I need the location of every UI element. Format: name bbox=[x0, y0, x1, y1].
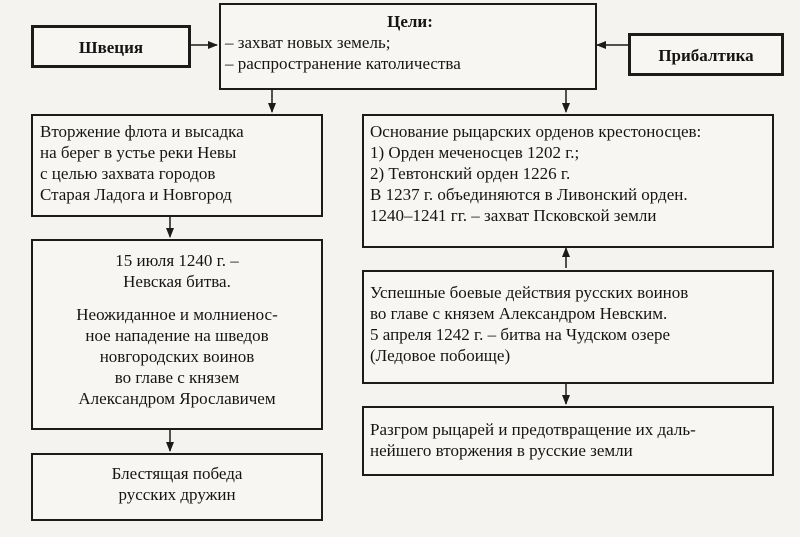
baltics-box: Прибалтика bbox=[628, 33, 784, 76]
knight-orders-box: Основание рыцарских орденов крестоносцев… bbox=[362, 114, 774, 248]
invasion-line: Вторжение флота и высадка bbox=[40, 122, 244, 141]
result-line: Разгром рыцарей и предотвращение их даль… bbox=[370, 420, 696, 439]
goals-item: – захват новых земель; bbox=[225, 33, 391, 52]
sweden-invasion-box: Вторжение флота и высадка на берег в уст… bbox=[31, 114, 323, 217]
battle-date-line: 15 июля 1240 г. – bbox=[115, 251, 239, 270]
victory-line: Блестящая победа bbox=[111, 464, 243, 483]
actions-line: Успешные боевые действия русских воинов bbox=[370, 283, 689, 302]
battle-desc-line: во главе с князем bbox=[114, 368, 240, 387]
orders-line: В 1237 г. объединяются в Ливонский орден… bbox=[370, 185, 688, 204]
russian-actions-box: Успешные боевые действия русских воинов … bbox=[362, 270, 774, 384]
sweden-label: Швеция bbox=[78, 38, 144, 57]
goals-title: Цели: bbox=[387, 12, 433, 31]
orders-line: 1240–1241 гг. – захват Псковской земли bbox=[370, 206, 657, 225]
goals-item: – распространение католичества bbox=[225, 54, 461, 73]
battle-date-line: Невская битва. bbox=[123, 272, 231, 291]
battle-desc-line: новгородских воинов bbox=[99, 347, 255, 366]
baltics-label: Прибалтика bbox=[658, 46, 754, 65]
orders-line: Основание рыцарских орденов крестоносцев… bbox=[370, 122, 702, 141]
battle-desc-line: Александром Ярославичем bbox=[78, 389, 276, 408]
orders-line: 2) Тевтонский орден 1226 г. bbox=[370, 164, 571, 183]
actions-line: во главе с князем Александром Невским. bbox=[370, 304, 668, 323]
invasion-line: на берег в устье реки Невы bbox=[40, 143, 237, 162]
battle-desc-line: Неожиданное и молниенос- bbox=[76, 305, 278, 324]
battle-desc-line: ное нападение на шведов bbox=[85, 326, 269, 345]
neva-battle-box: 15 июля 1240 г. – Невская битва. Неожида… bbox=[31, 239, 323, 430]
sweden-box: Швеция bbox=[31, 25, 191, 68]
actions-line: 5 апреля 1242 г. – битва на Чудском озер… bbox=[370, 325, 671, 344]
actions-line: (Ледовое побоище) bbox=[370, 346, 511, 365]
result-line: нейшего вторжения в русские земли bbox=[370, 441, 633, 460]
invasion-line: Старая Ладога и Новгород bbox=[40, 185, 232, 204]
invasion-line: с целью захвата городов bbox=[40, 164, 216, 183]
victory-line: русских дружин bbox=[118, 485, 236, 504]
result-box: Разгром рыцарей и предотвращение их даль… bbox=[362, 406, 774, 476]
victory-box: Блестящая победа русских дружин bbox=[31, 453, 323, 521]
goals-box: Цели: – захват новых земель; – распростр… bbox=[219, 3, 597, 90]
orders-line: 1) Орден меченосцев 1202 г.; bbox=[370, 143, 580, 162]
